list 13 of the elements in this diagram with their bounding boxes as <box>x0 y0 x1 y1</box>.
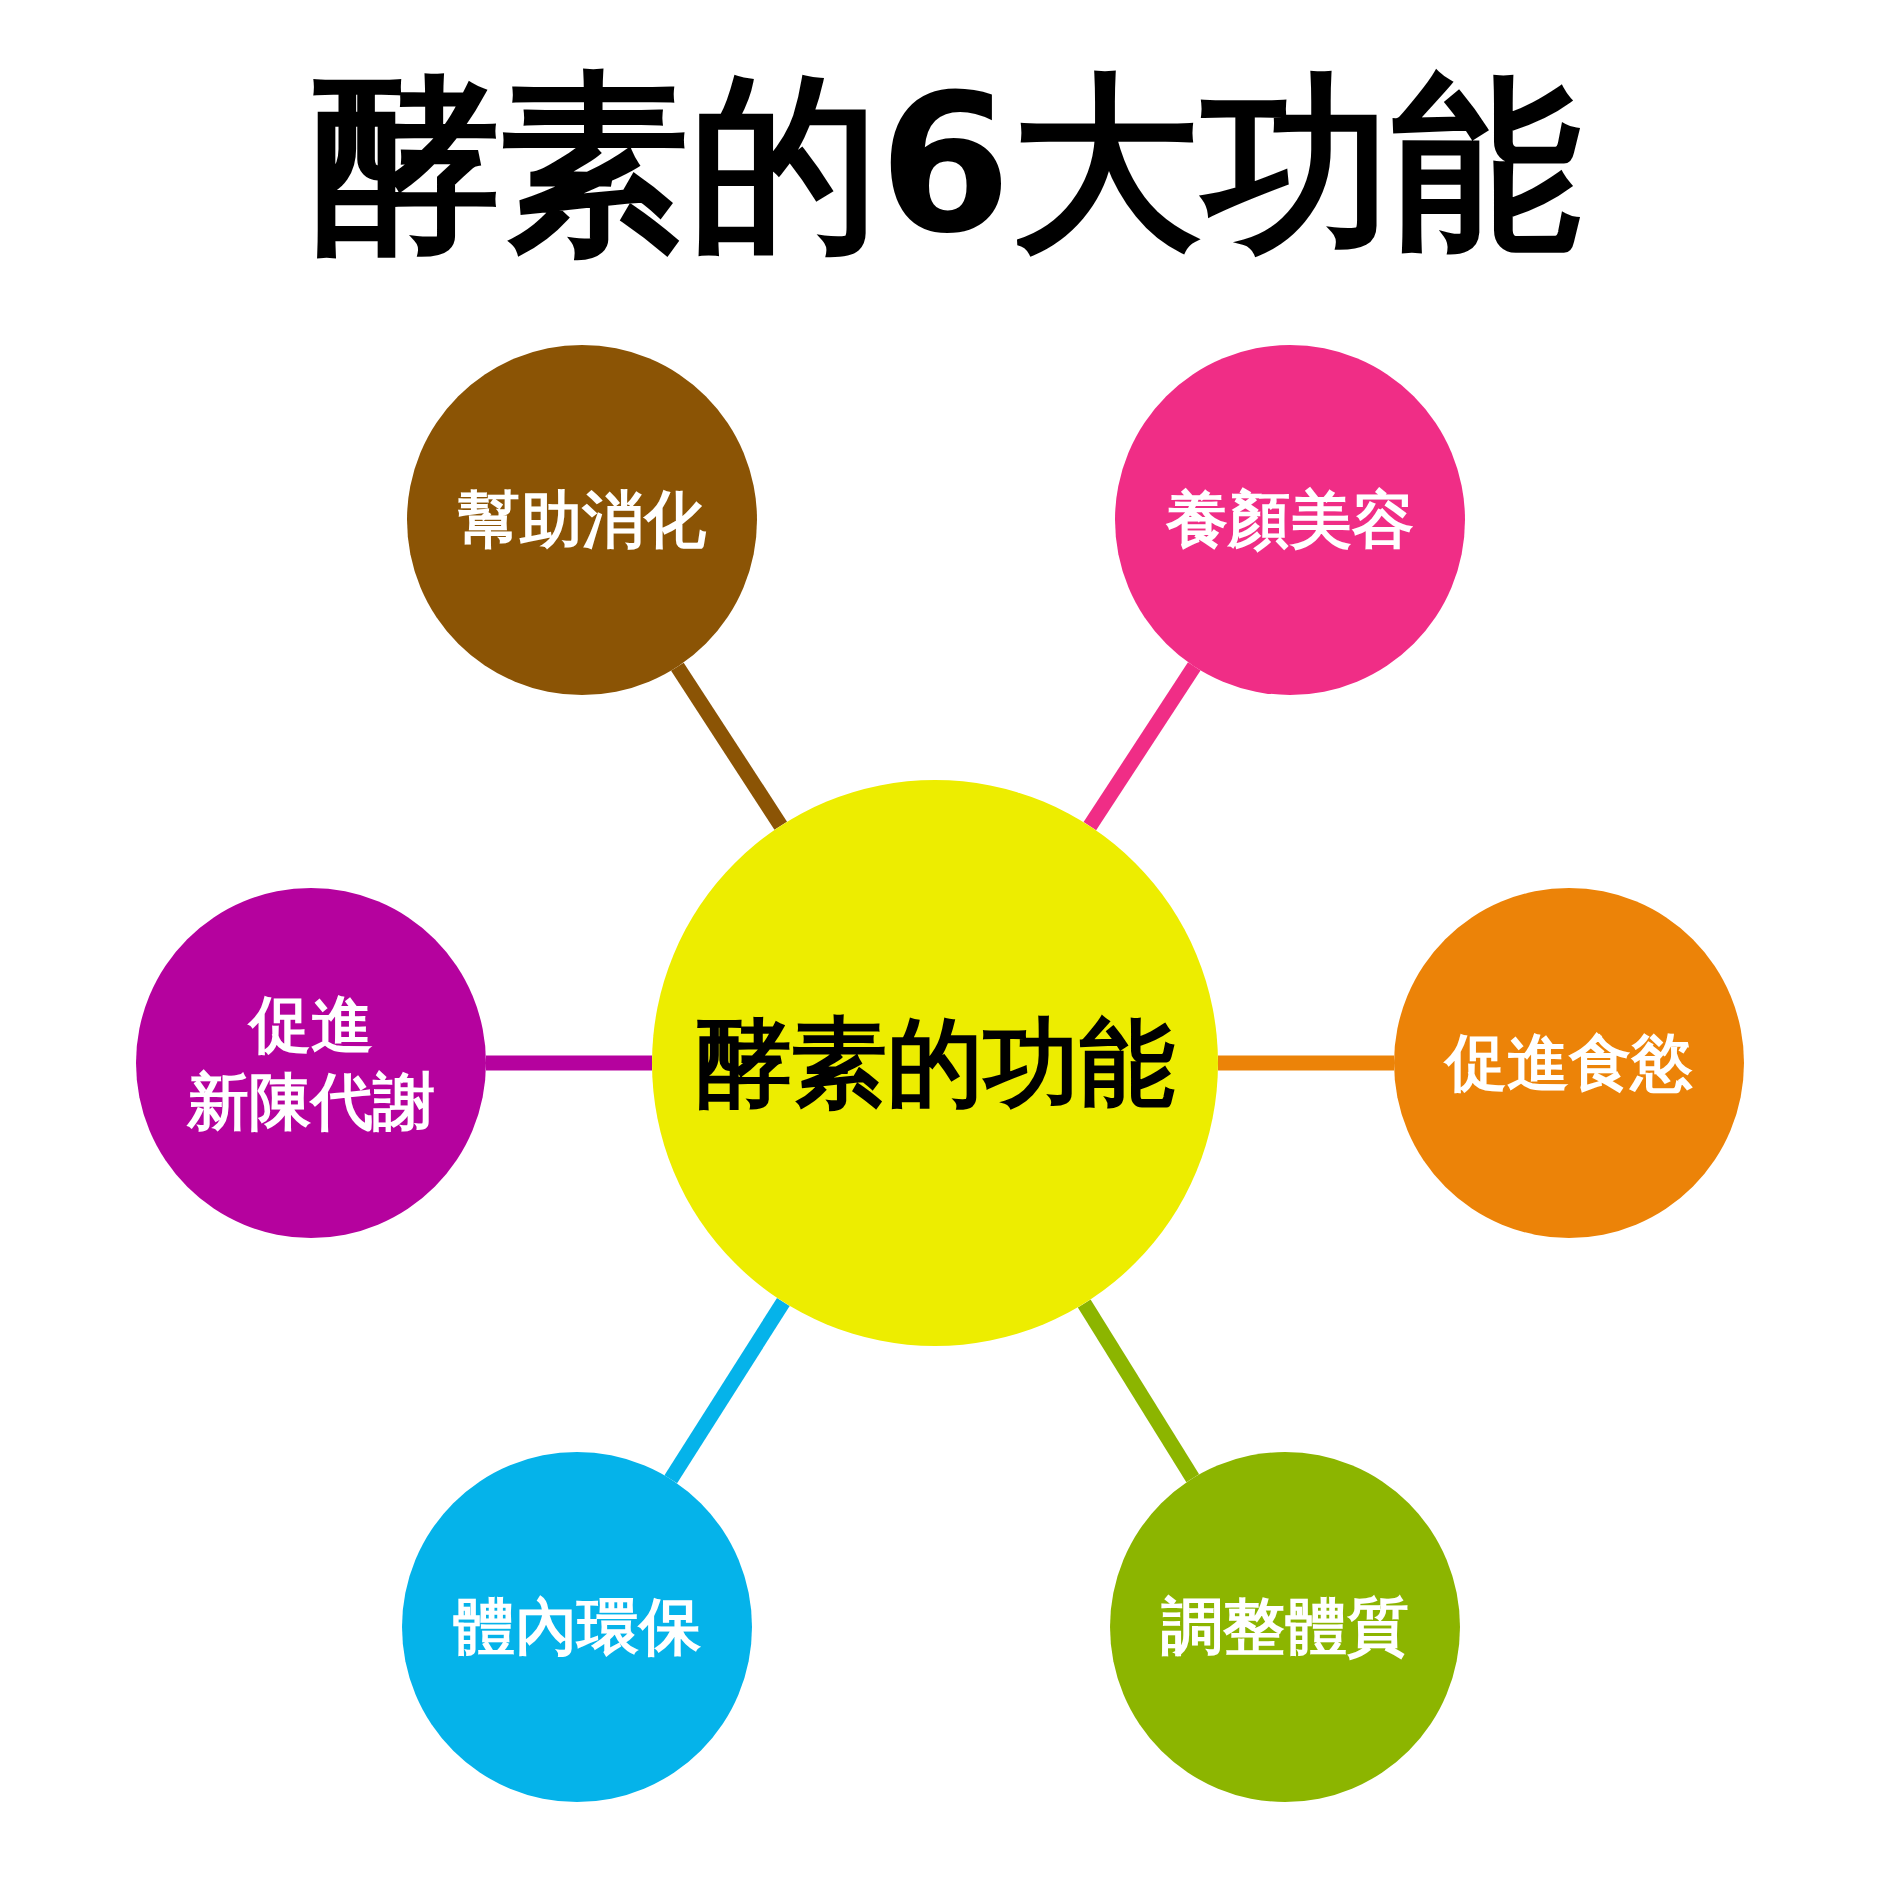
node-label: 促進新陳代謝 <box>187 986 435 1140</box>
node-label: 調整體質 <box>1161 1589 1409 1666</box>
connector-line <box>1077 1299 1200 1483</box>
node-label: 體內環保 <box>453 1589 701 1666</box>
connector-line <box>1083 662 1201 831</box>
node-label: 養顏美容 <box>1166 482 1414 559</box>
node-label: 酵素的功能 <box>695 1006 1175 1121</box>
connector-line <box>671 662 788 830</box>
title: 酵素的6大功能 <box>307 60 1583 269</box>
node-label: 幫助消化 <box>458 482 706 559</box>
connector-line <box>1218 1055 1394 1071</box>
connector-line <box>486 1055 652 1071</box>
node-label: 促進食慾 <box>1445 1025 1693 1102</box>
